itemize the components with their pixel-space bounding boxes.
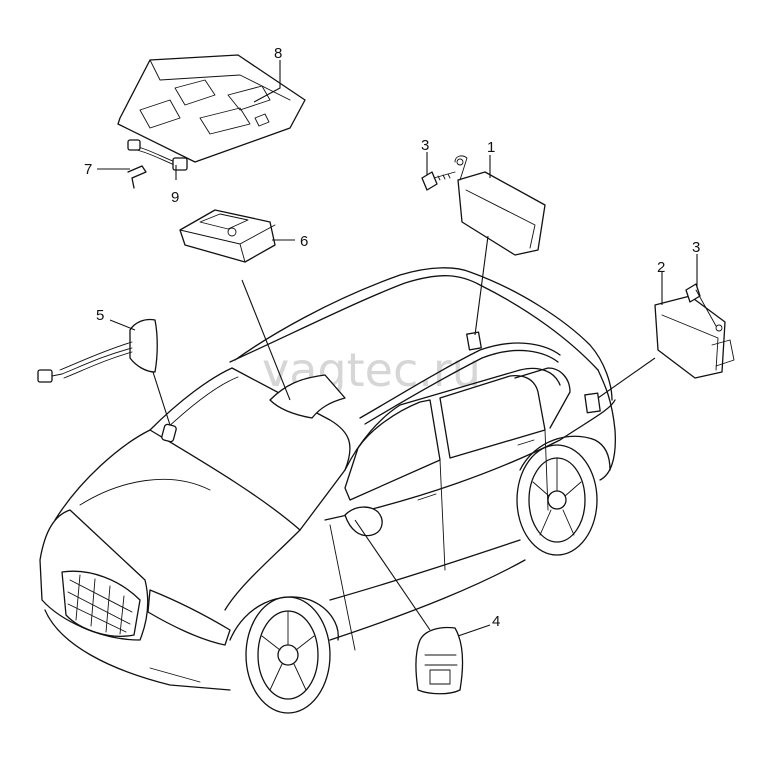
location-marker-rear-quarter [584, 392, 601, 414]
car-body [39, 267, 616, 714]
callout-numbers: 8 7 9 6 5 1 3 2 3 4 [84, 45, 700, 630]
callout-9: 9 [171, 189, 179, 206]
part-3-screw-right [685, 283, 723, 332]
part-9-connector [127, 139, 188, 171]
part-4-switch [415, 626, 464, 695]
callout-2: 2 [657, 259, 665, 276]
part-7-clip [127, 165, 147, 189]
part-8-mounting-plate [117, 54, 306, 163]
location-marker-windshield [161, 423, 177, 443]
location-marker-rear-window [466, 331, 482, 351]
leader-lines [97, 60, 698, 637]
callout-1: 1 [487, 139, 495, 156]
part-1-module [454, 155, 546, 256]
callout-4: 4 [492, 613, 500, 630]
callout-3-right: 3 [692, 239, 700, 256]
callout-6: 6 [300, 233, 308, 250]
callout-3-upper: 3 [421, 137, 429, 154]
part-2-module [654, 295, 735, 379]
part-3-screw-upper [421, 171, 456, 191]
location-marker-roof-antenna [269, 374, 346, 419]
callout-8: 8 [274, 45, 282, 62]
callout-5: 5 [96, 307, 104, 324]
part-6-control-unit [179, 209, 276, 263]
part-5-sensor [37, 318, 158, 383]
callout-7: 7 [84, 161, 92, 178]
